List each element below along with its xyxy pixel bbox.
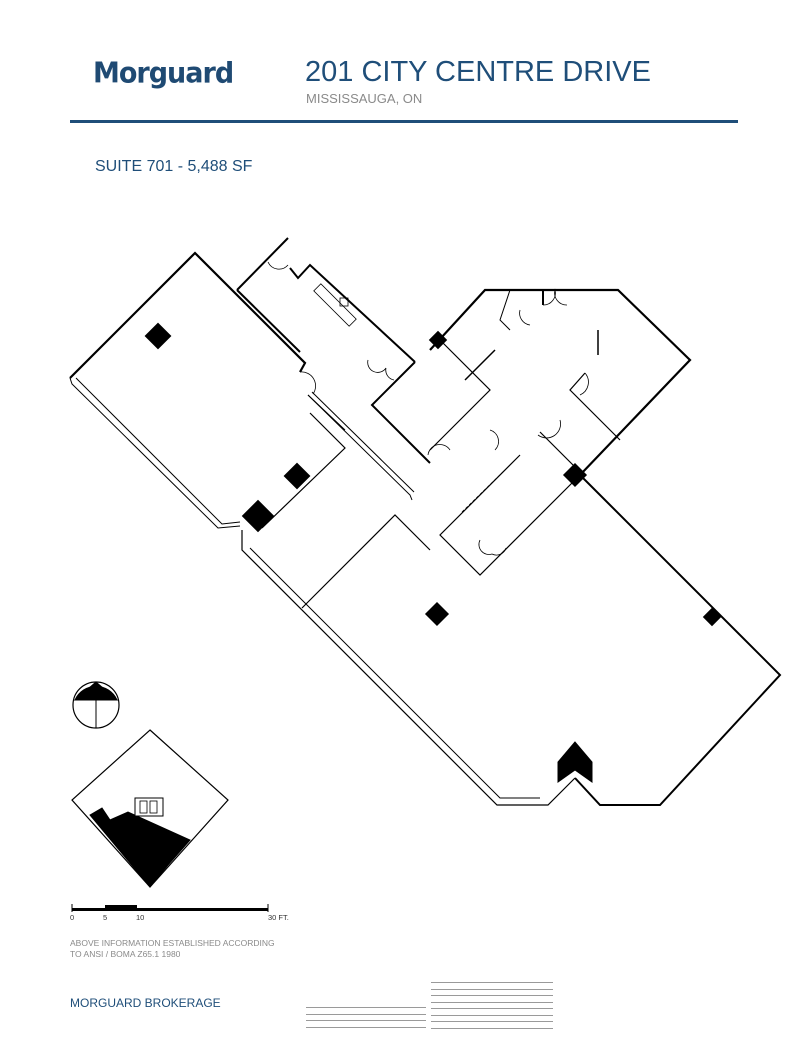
building-city: MISSISSAUGA, ON bbox=[306, 91, 423, 106]
scale-tick-5: 5 bbox=[103, 913, 108, 922]
scale-tick-30: 30 FT. bbox=[268, 913, 289, 922]
building-title: 201 CITY CENTRE DRIVE bbox=[305, 56, 651, 88]
boma-note: ABOVE INFORMATION ESTABLISHED ACCORDING … bbox=[70, 938, 310, 960]
corridor bbox=[236, 237, 692, 576]
north-arrow-icon bbox=[72, 681, 120, 729]
keyplan-icon bbox=[71, 729, 229, 888]
suite-label: SUITE 701 - 5,488 SF bbox=[95, 158, 253, 175]
footer-lines-right bbox=[431, 982, 553, 1034]
footer-lines-left bbox=[306, 1007, 426, 1033]
header-divider bbox=[70, 120, 738, 123]
scale-tick-0: 0 bbox=[70, 913, 75, 922]
main-open-area bbox=[241, 330, 782, 806]
boma-note-line1: ABOVE INFORMATION ESTABLISHED ACCORDING bbox=[70, 938, 275, 948]
scale-tick-10: 10 bbox=[136, 913, 145, 922]
morguard-logo: Morguard bbox=[93, 57, 234, 90]
left-office bbox=[69, 251, 346, 529]
brokerage-label: MORGUARD BROKERAGE bbox=[70, 996, 221, 1010]
scale-bar bbox=[71, 904, 269, 912]
boma-note-line2: TO ANSI / BOMA Z65.1 1980 bbox=[70, 949, 181, 959]
